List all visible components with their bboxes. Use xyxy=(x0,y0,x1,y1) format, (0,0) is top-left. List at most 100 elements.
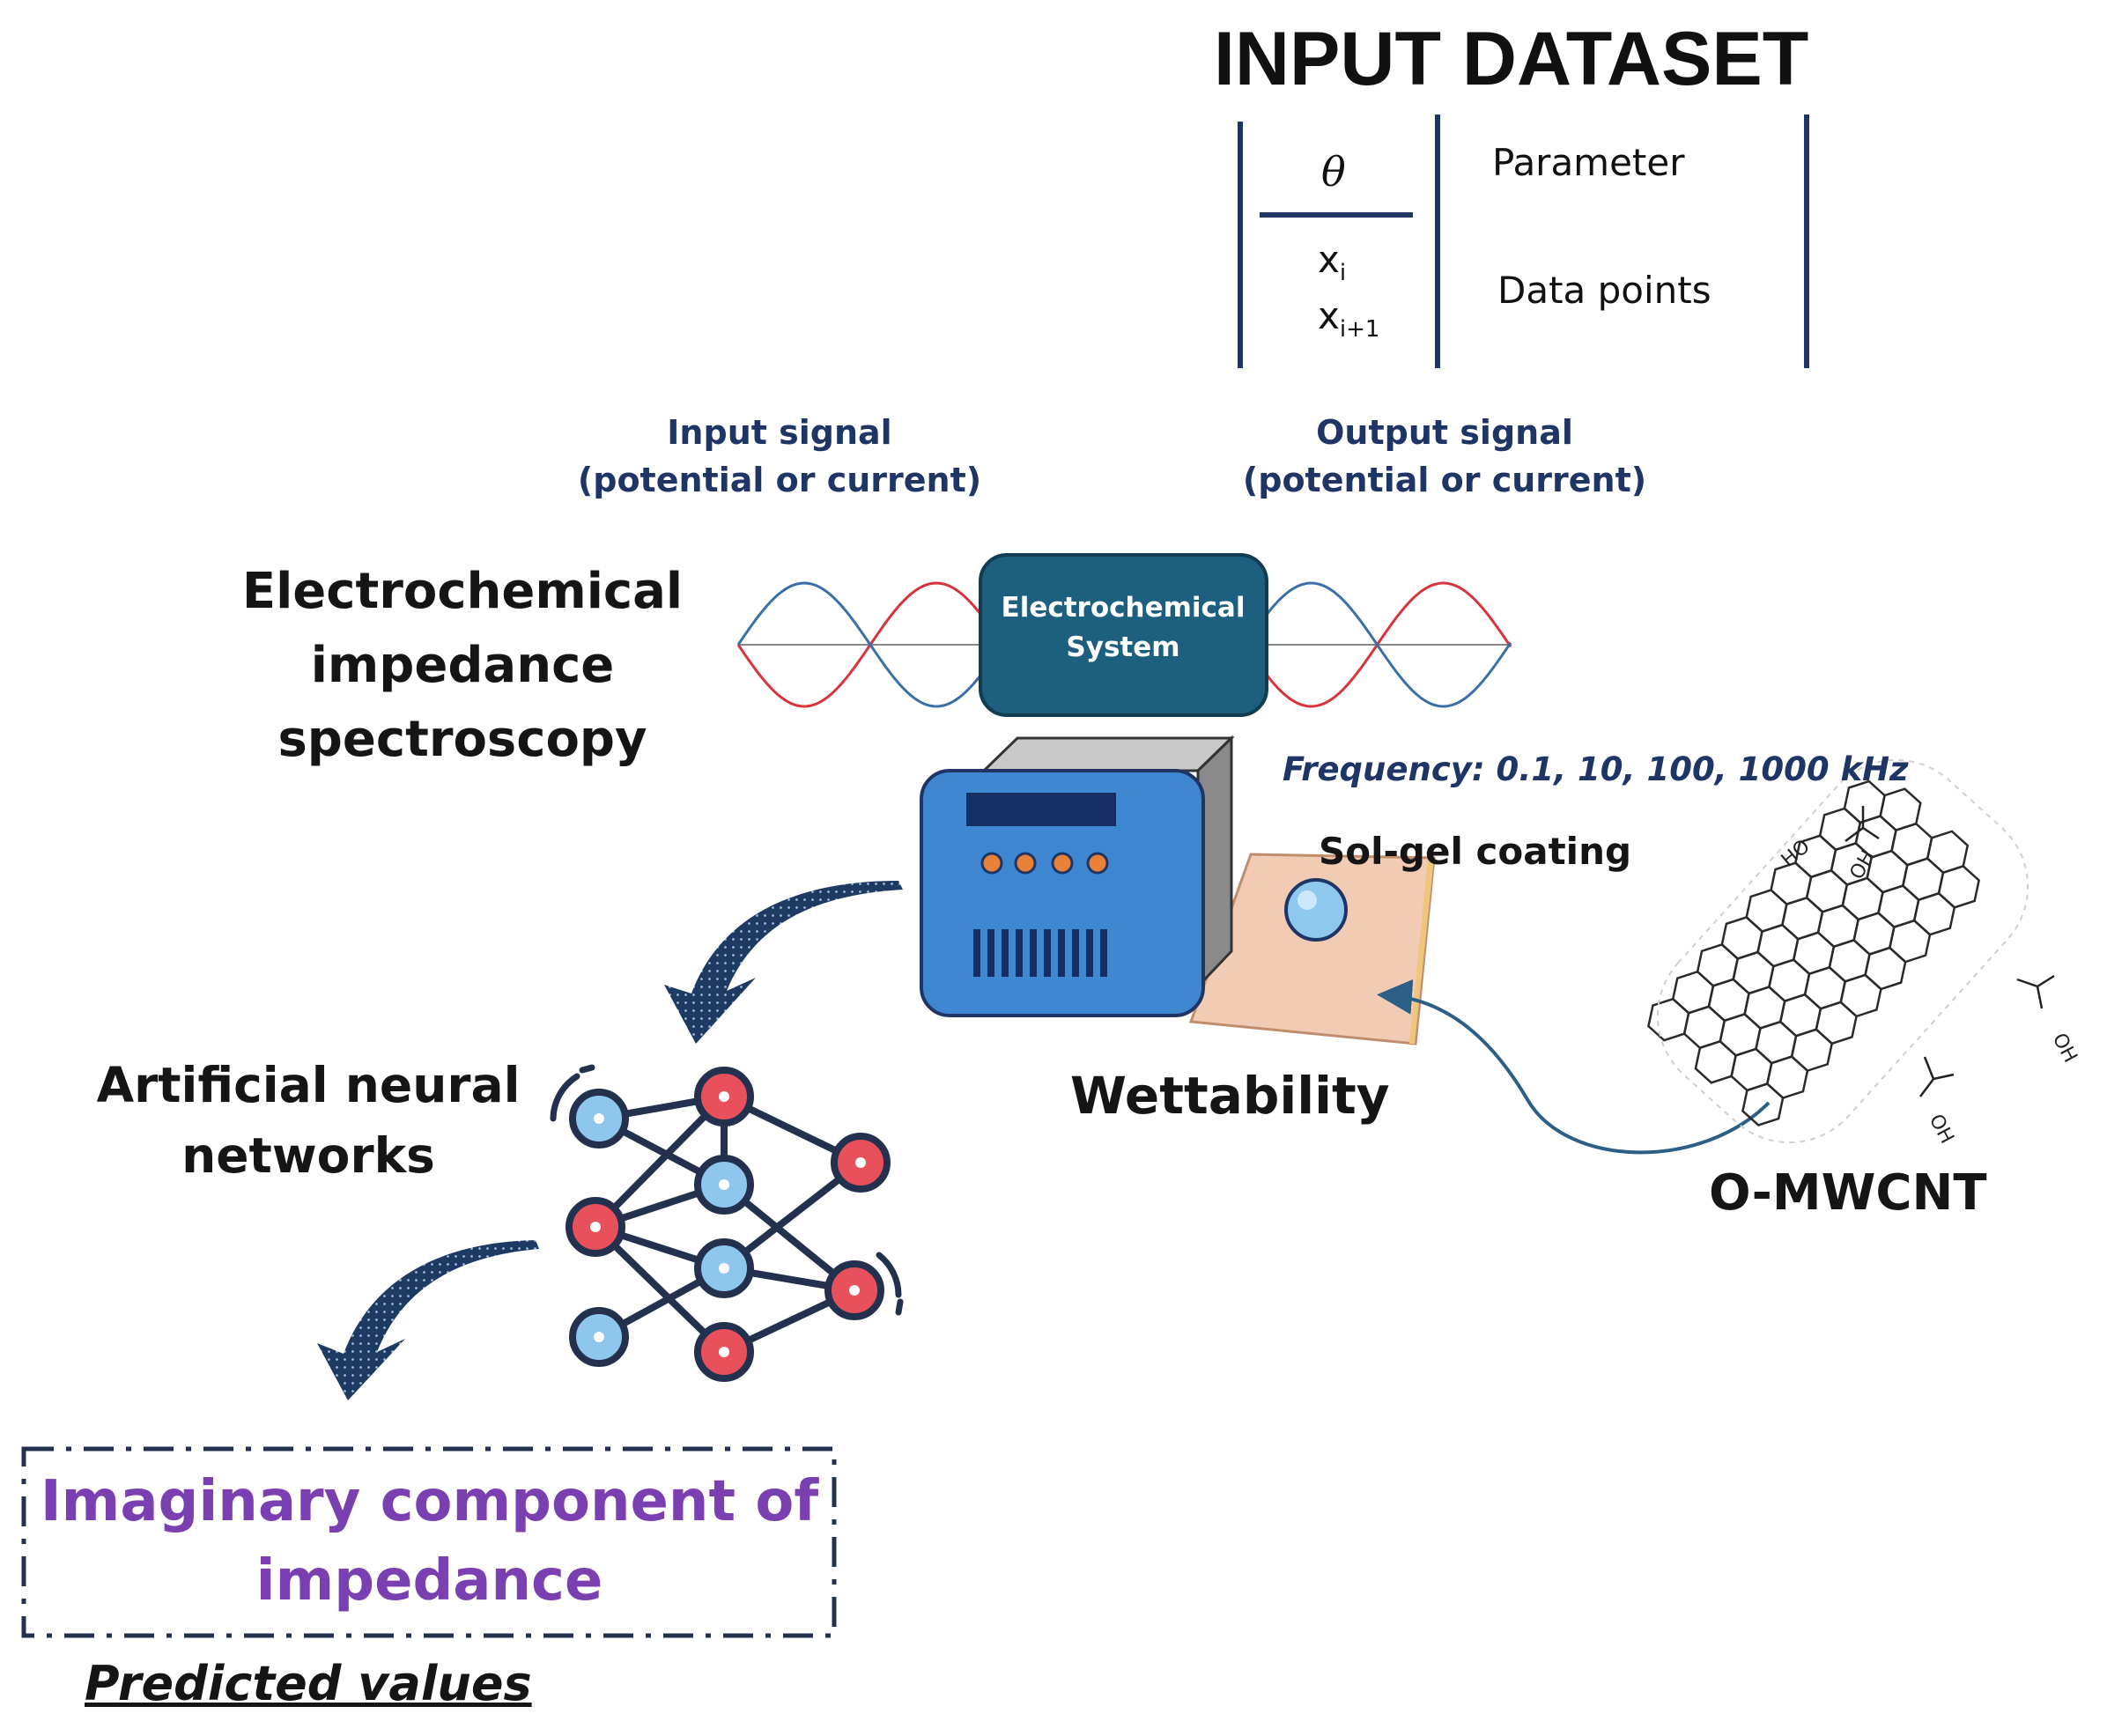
output-signal-blue-wave xyxy=(1263,581,1512,708)
device-knob-4 xyxy=(1086,852,1109,875)
x-symbol: x xyxy=(1318,238,1340,281)
network-node-center xyxy=(590,1222,601,1232)
data-point-xi: xi xyxy=(1318,238,1346,286)
vent-slot xyxy=(1072,929,1079,977)
hex-ring xyxy=(1937,864,1980,909)
input-signal-line2: (potential or current) xyxy=(577,461,982,499)
input-signal-label: Input signal (potential or current) xyxy=(564,409,995,504)
vent-slot xyxy=(1044,929,1051,977)
potentiostat-device-icon xyxy=(920,735,1235,1017)
cooh-group-right xyxy=(2016,974,2055,1009)
water-droplet-icon xyxy=(1284,878,1348,942)
x-subscript-i1: i+1 xyxy=(1339,316,1380,344)
node-motion-arc-right xyxy=(876,1252,902,1298)
electrochemical-system-box xyxy=(979,553,1268,717)
molecule-label-oh-2: OH xyxy=(1925,1111,1958,1148)
input-signal-blue-wave xyxy=(736,581,983,708)
eis-label: Electrochemical impedance spectroscopy xyxy=(225,555,700,777)
vent-slot xyxy=(987,929,994,977)
vent-slot xyxy=(1058,929,1065,977)
node-motion-dash-right xyxy=(895,1298,904,1316)
device-vent-slots xyxy=(973,929,1107,977)
node-motion-dash-left xyxy=(579,1064,595,1074)
data-point-xi1: xi+1 xyxy=(1318,294,1379,343)
hex-ring xyxy=(1888,919,1932,964)
node-motion-arc-left xyxy=(550,1073,580,1122)
ann-label: Artificial neural networks xyxy=(84,1050,533,1191)
input-dataset-table xyxy=(1238,115,1809,368)
nanotube-outline xyxy=(1656,758,2029,1144)
output-signal-red-wave xyxy=(1263,581,1512,708)
device-display xyxy=(966,793,1116,826)
x-subscript-i: i xyxy=(1339,260,1347,287)
output-signal-label: Output signal (potential or current) xyxy=(1229,409,1660,504)
network-node-center xyxy=(849,1285,860,1296)
vent-slot xyxy=(1030,929,1037,977)
output-signal-line2: (potential or current) xyxy=(1242,461,1647,499)
output-signal-line1: Output signal xyxy=(1316,413,1573,452)
output-line2: impedance xyxy=(255,1548,603,1614)
hex-ring xyxy=(1839,973,1882,1018)
network-node-center xyxy=(594,1332,604,1342)
sol-gel-coating-label: Sol-gel coating xyxy=(1319,830,1632,873)
ann-line1: Artificial neural xyxy=(96,1057,521,1113)
eis-line1: Electrochemical xyxy=(241,563,684,620)
vent-slot xyxy=(1100,929,1107,977)
predicted-values-label: Predicted values xyxy=(85,1656,532,1711)
sol-gel-substrate xyxy=(1188,853,1436,1045)
input-signal-red-wave xyxy=(736,581,983,708)
network-node-center xyxy=(719,1179,729,1190)
output-line1: Imaginary component of xyxy=(40,1469,819,1534)
hex-ring xyxy=(1790,1028,1834,1073)
hex-ring xyxy=(1765,1055,1809,1099)
output-prediction-box xyxy=(21,1446,837,1638)
molecule-label-oh-1: OH xyxy=(2048,1030,2081,1067)
droplet-highlight xyxy=(1297,890,1317,910)
device-knob-1 xyxy=(980,852,1003,875)
device-top-face xyxy=(980,736,1235,772)
hex-ring xyxy=(1912,891,1956,936)
input-dataset-title: INPUT DATASET xyxy=(1214,17,1809,101)
output-box-text: Imaginary component of impedance xyxy=(35,1462,824,1621)
hex-ring xyxy=(1815,1001,1858,1045)
neural-network-edges xyxy=(593,1093,863,1356)
device-knob-2 xyxy=(1014,852,1037,875)
parameter-label: Parameter xyxy=(1492,141,1685,184)
device-to-ann-arrow xyxy=(664,881,903,1044)
omwcnt-nanotube-icon: HO OH OH OH xyxy=(1647,758,2081,1148)
x-symbol: x xyxy=(1318,294,1340,337)
vent-slot xyxy=(1002,929,1009,977)
theta-symbol: θ xyxy=(1321,148,1346,196)
nanotube-hex-lattice xyxy=(1647,758,2029,1144)
input-signal-line1: Input signal xyxy=(667,413,892,452)
data-points-label: Data points xyxy=(1497,269,1711,312)
omwcnt-to-coating-arrow xyxy=(1377,979,1771,1155)
coating-plate-edge xyxy=(1409,858,1434,1044)
ann-to-output-arrow xyxy=(317,1240,539,1400)
cooh-group-top xyxy=(1845,806,1880,842)
eis-line3: spectroscopy xyxy=(277,711,647,768)
wettability-label: Wettability xyxy=(1070,1066,1390,1126)
molecule-label-oh-3: OH xyxy=(1846,846,1881,883)
omwcnt-label: O-MWCNT xyxy=(1709,1164,1987,1222)
device-knob-3 xyxy=(1051,852,1074,875)
ann-line2: networks xyxy=(181,1127,435,1184)
network-node-center xyxy=(594,1113,604,1124)
network-node-center xyxy=(855,1157,866,1168)
system-box-line2: System xyxy=(1066,632,1179,663)
network-edge xyxy=(593,1094,727,1230)
vent-slot xyxy=(1086,929,1093,977)
system-box-line1: Electrochemical xyxy=(1002,592,1246,624)
network-node-center xyxy=(719,1347,729,1357)
network-node-center xyxy=(719,1263,729,1274)
frequency-label: Frequency: 0.1, 10, 100, 1000 kHz xyxy=(1283,750,1909,788)
vent-slot xyxy=(973,929,980,977)
neural-network-nodes xyxy=(566,1067,891,1382)
cooh-group-bottom xyxy=(1919,1056,1955,1097)
vent-slot xyxy=(1016,929,1023,977)
network-node-center xyxy=(719,1091,729,1102)
neural-network-icon xyxy=(550,1064,904,1382)
eis-line2: impedance xyxy=(310,637,615,694)
hex-ring xyxy=(1864,946,1907,991)
